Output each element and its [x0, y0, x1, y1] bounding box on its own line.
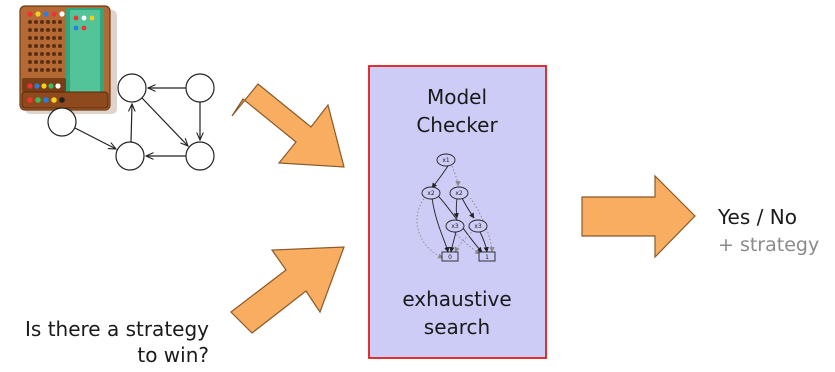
- question-line1: Is there a strategy: [25, 317, 209, 341]
- game-graph: [47, 73, 215, 171]
- result-extra: + strategy: [718, 234, 819, 256]
- bdd-node-label: x2: [455, 190, 463, 197]
- question-text: Is there a strategy to win?: [25, 317, 209, 367]
- graph-node-e: [185, 141, 215, 171]
- checker-footer-line2: search: [424, 315, 490, 339]
- arrow-graph-to-checker: [231, 83, 345, 168]
- result-answer: Yes / No: [717, 205, 797, 229]
- result-text: Yes / No + strategy: [717, 205, 819, 256]
- bdd-terminal-label: 0: [448, 254, 452, 261]
- bdd-diagram: [416, 153, 496, 262]
- bdd-node: [421, 153, 488, 233]
- bdd-node-label: x2: [427, 190, 435, 197]
- graph-edge: [141, 97, 188, 146]
- bdd-node-label: x3: [474, 223, 482, 230]
- checker-title-line1: Model: [427, 85, 487, 109]
- graph-node-d: [115, 141, 145, 171]
- bdd-terminal: [441, 251, 496, 262]
- graph-node-c: [185, 73, 215, 103]
- graph-edge: [131, 104, 132, 143]
- question-line2: to win?: [137, 343, 209, 367]
- arrow-question-to-checker: [230, 246, 345, 334]
- model-checker-box: Model Checker exhaustive search: [368, 65, 547, 359]
- bdd-terminal-label: 1: [485, 254, 489, 261]
- checker-title-line2: Checker: [416, 113, 498, 137]
- graph-edge: [74, 127, 116, 149]
- checker-footer-line1: exhaustive: [402, 287, 511, 311]
- bdd-labels: x1 x2 x2 x3 x3 0 1: [427, 157, 489, 261]
- board-game-icon: [19, 5, 117, 114]
- bdd-node-label: x1: [442, 157, 450, 164]
- graph-node-b: [117, 73, 147, 103]
- bdd-node-label: x3: [451, 223, 459, 230]
- graph-node-a: [47, 107, 77, 137]
- arrow-checker-to-result: [581, 174, 696, 259]
